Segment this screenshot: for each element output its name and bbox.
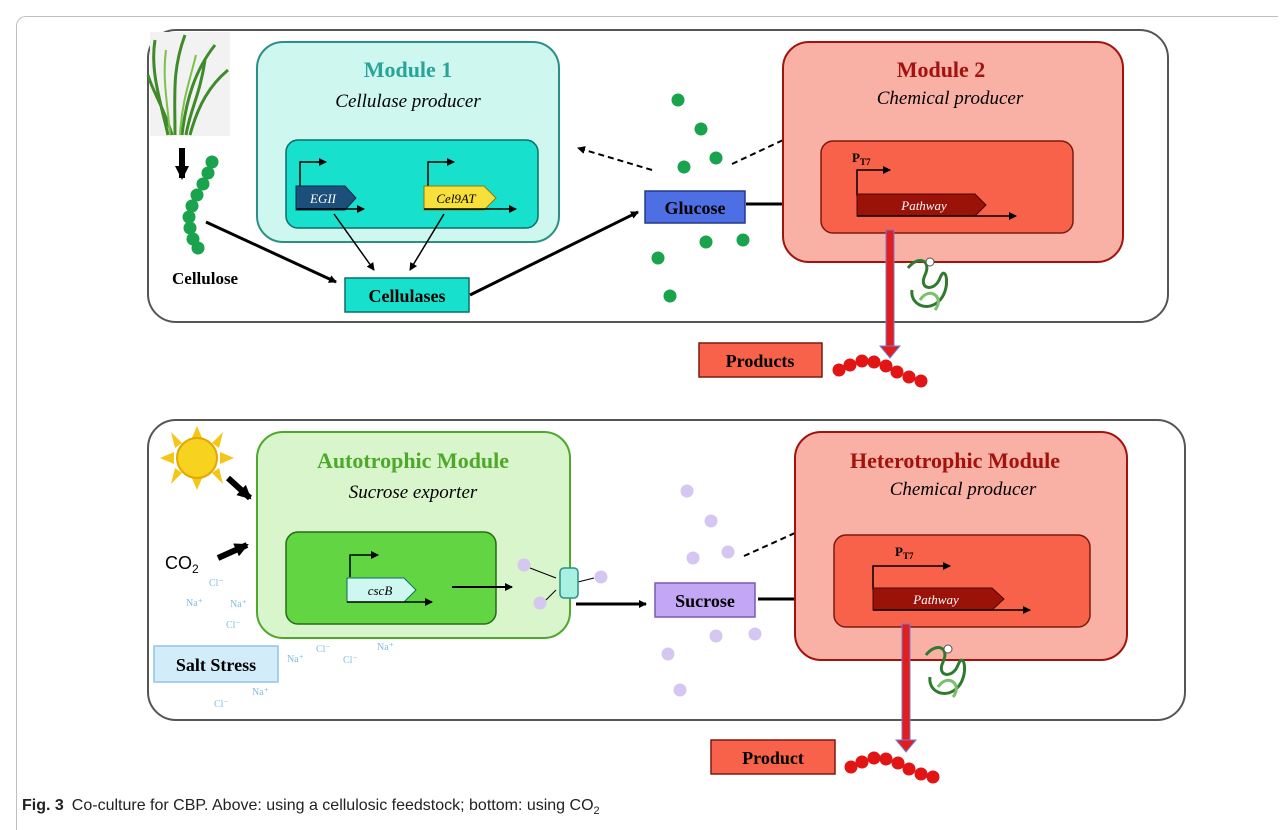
products-box bbox=[698, 342, 823, 378]
salt-stress-box bbox=[153, 645, 279, 683]
figure-frame bbox=[16, 16, 1278, 830]
transporter-icon bbox=[517, 558, 608, 610]
autotrophic-title: Autotrophic Module bbox=[317, 448, 509, 473]
co2-arrow bbox=[216, 542, 249, 561]
ion-cl-5: Cl⁻ bbox=[214, 699, 229, 710]
cellulases-label: Cellulases bbox=[368, 286, 445, 306]
cellulose-chain-icon bbox=[182, 155, 219, 255]
ion-cl-3: Cl⁻ bbox=[316, 644, 331, 655]
promoter-arrow-5 bbox=[872, 562, 951, 590]
caption-text: Co-culture for CBP. Above: using a cellu… bbox=[71, 797, 594, 814]
pathway-label-bottom: Pathway bbox=[912, 592, 959, 607]
ion-cl-1: Cl⁻ bbox=[209, 578, 224, 589]
promoter-sub-top: T7 bbox=[860, 157, 871, 167]
product-chain-icon-top bbox=[832, 354, 928, 388]
co2-label: CO2 bbox=[165, 553, 199, 576]
dashed-arrow-to-module2 bbox=[731, 133, 797, 165]
protein-icon-top bbox=[906, 257, 949, 311]
heterotrophic-title: Heterotrophic Module bbox=[850, 448, 1060, 473]
glucose-box bbox=[644, 190, 746, 224]
salt-ions: Cl⁻ Na⁺ Na⁺ Cl⁻ Na⁺ Cl⁻ Cl⁻ Na⁺ Na⁺ Cl⁻ bbox=[186, 578, 394, 710]
promoter-arrow-1 bbox=[299, 158, 327, 186]
promoter-arrow-4 bbox=[349, 551, 379, 577]
promoter-arrow-2 bbox=[427, 158, 455, 186]
promoter-label-bottom: PT7 bbox=[895, 544, 914, 561]
promoter-arrow-3 bbox=[856, 166, 891, 196]
figure-label: Fig. 3 bbox=[22, 797, 64, 814]
ion-na-3: Na⁺ bbox=[287, 654, 304, 665]
pathway-label-top: Pathway bbox=[900, 198, 947, 213]
ion-cl-4: Cl⁻ bbox=[343, 655, 358, 666]
sun-icon bbox=[160, 426, 234, 490]
glucose-label: Glucose bbox=[665, 198, 726, 218]
gene-cel9at-shape bbox=[423, 185, 497, 211]
ion-na-4: Na⁺ bbox=[377, 642, 394, 653]
product-box bbox=[710, 739, 836, 775]
figure-caption: Fig. 3 Co-culture for CBP. Above: using a… bbox=[22, 797, 1262, 823]
ion-na-1: Na⁺ bbox=[186, 598, 203, 609]
red-arrow-shaft-top bbox=[885, 229, 895, 349]
ion-cl-2: Cl⁻ bbox=[226, 620, 241, 631]
red-arrow-shaft-bottom bbox=[901, 623, 911, 743]
dashed-arrow-to-module1 bbox=[577, 146, 653, 171]
products-label: Products bbox=[726, 351, 795, 371]
module2-title: Module 2 bbox=[897, 57, 986, 82]
gene-cscb-label: cscB bbox=[368, 583, 393, 598]
cellulose-label: Cellulose bbox=[172, 269, 239, 288]
gene-cscb-shape bbox=[346, 577, 417, 603]
arrow-cellulose-to-cellulases bbox=[205, 220, 337, 284]
cellulases-box bbox=[344, 277, 470, 313]
protein-icon-bottom bbox=[924, 644, 967, 698]
sucrose-dots bbox=[661, 484, 762, 697]
heterotrophic-subtitle: Chemical producer bbox=[890, 479, 1037, 500]
red-arrow-head-top bbox=[878, 345, 902, 359]
promoter-label-top: PT7 bbox=[852, 150, 871, 167]
red-arrow-head-bottom bbox=[894, 739, 918, 753]
sun-arrow bbox=[225, 475, 253, 501]
autotrophic-subtitle: Sucrose exporter bbox=[349, 482, 478, 503]
sucrose-label: Sucrose bbox=[675, 591, 735, 611]
caption-subscript: 2 bbox=[593, 805, 600, 818]
ion-na-2: Na⁺ bbox=[230, 599, 247, 610]
product-chain-icon-bottom bbox=[844, 751, 940, 784]
module1-genome-box bbox=[285, 139, 539, 229]
dashed-arrow-to-hetero bbox=[743, 527, 807, 557]
sucrose-box bbox=[654, 582, 756, 618]
glucose-dots bbox=[651, 93, 750, 303]
pathway-shape-bottom bbox=[872, 587, 1005, 611]
module1-title: Module 1 bbox=[364, 57, 453, 82]
arrow-egii-to-cellulases bbox=[333, 213, 375, 271]
gene-egii-shape bbox=[295, 185, 357, 211]
salt-stress-label: Salt Stress bbox=[176, 655, 256, 675]
co2-sub: 2 bbox=[192, 562, 199, 576]
promoter-p-bottom: P bbox=[895, 544, 903, 559]
arrow-cellulases-to-glucose bbox=[469, 210, 639, 297]
gene-cel9at-label: Cel9AT bbox=[436, 191, 476, 206]
arrow-cel9at-to-cellulases bbox=[409, 213, 445, 271]
module1-subtitle: Cellulase producer bbox=[335, 91, 481, 112]
promoter-sub-bottom: T7 bbox=[903, 551, 914, 561]
pathway-shape-top bbox=[856, 193, 987, 217]
promoter-p-top: P bbox=[852, 150, 860, 165]
gene-egii-label: EGII bbox=[309, 191, 337, 206]
module2-subtitle: Chemical producer bbox=[877, 88, 1024, 109]
ion-na-5: Na⁺ bbox=[252, 687, 269, 698]
product-label: Product bbox=[742, 748, 804, 768]
grass-icon bbox=[146, 32, 230, 136]
co2-text: CO bbox=[165, 553, 192, 573]
